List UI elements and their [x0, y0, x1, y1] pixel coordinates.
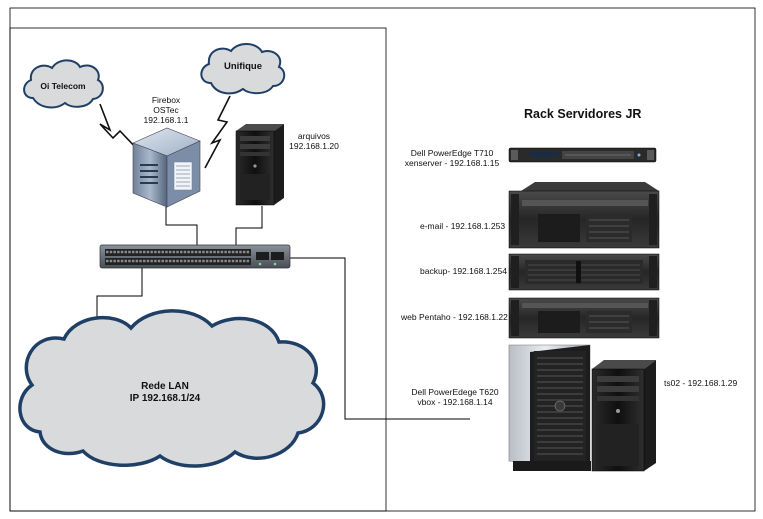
switch-to-rack-line [290, 257, 470, 420]
oi-telecom-cloud [23, 59, 104, 109]
arquivos-label: arquivos 192.168.1.20 [284, 131, 344, 152]
dell-t710-rack-server [508, 147, 657, 163]
firewall-name: Firebox [151, 95, 181, 105]
lan-title: Rede LAN [141, 381, 189, 392]
firewall-device [132, 127, 201, 208]
firewall-vendor: OSTec [153, 104, 179, 115]
t620-label: Dell PowerEdege T620 vbox - 192.168.1.14 [404, 387, 506, 408]
unifique-cloud [200, 43, 286, 95]
email-label: e-mail - 192.168.1.253 [420, 221, 506, 231]
connection-lines [96, 206, 470, 420]
t710-label: Dell PowerEdge T710 xenserver - 192.168.… [394, 148, 510, 169]
ts02-label: ts02 - 192.168.1.29 [664, 378, 738, 388]
ts02-server-tower [591, 360, 656, 472]
lan-label: Rede LAN IP 192.168.1/24 [80, 381, 250, 404]
lan-ip: IP 192.168.1/24 [129, 392, 201, 404]
firewall-label: Firebox OSTec 192.168.1.1 [138, 95, 194, 125]
web-pentaho-label: web Pentaho - 192.168.1.22 [401, 312, 508, 322]
firewall-ip: 192.168.1.1 [143, 114, 189, 125]
network-switch [99, 244, 291, 269]
dell-t620-tower-server [508, 344, 591, 471]
arquivos-server-tower [235, 124, 284, 206]
t620-model: Dell PowerEdege T620 [411, 387, 499, 397]
fw-to-switch-line [165, 207, 198, 245]
lightning-bolt-icon [99, 103, 139, 151]
t620-ip: vbox - 192.168.1.14 [417, 396, 493, 407]
oi-telecom-label: Oi Telecom [40, 81, 86, 91]
rack-title: Rack Servidores JR [524, 107, 642, 121]
unifique-label: Unifique [224, 61, 262, 72]
arquivos-name: arquivos [297, 131, 331, 141]
t710-ip: xenserver - 192.168.1.15 [404, 157, 500, 168]
web-pentaho-rack-server [508, 297, 660, 339]
backup-label: backup- 192.168.1.254 [420, 266, 507, 276]
lightning-bolt-icon [204, 95, 231, 169]
nas-to-switch-line [235, 206, 263, 245]
arquivos-ip: 192.168.1.20 [289, 140, 339, 151]
backup-rack-server [508, 253, 660, 291]
email-rack-server [508, 182, 660, 249]
t710-model: Dell PowerEdge T710 [410, 148, 494, 158]
lan-zone-frame [9, 27, 387, 512]
lan-cloud [18, 309, 326, 468]
switch-to-lan-line [96, 268, 143, 322]
